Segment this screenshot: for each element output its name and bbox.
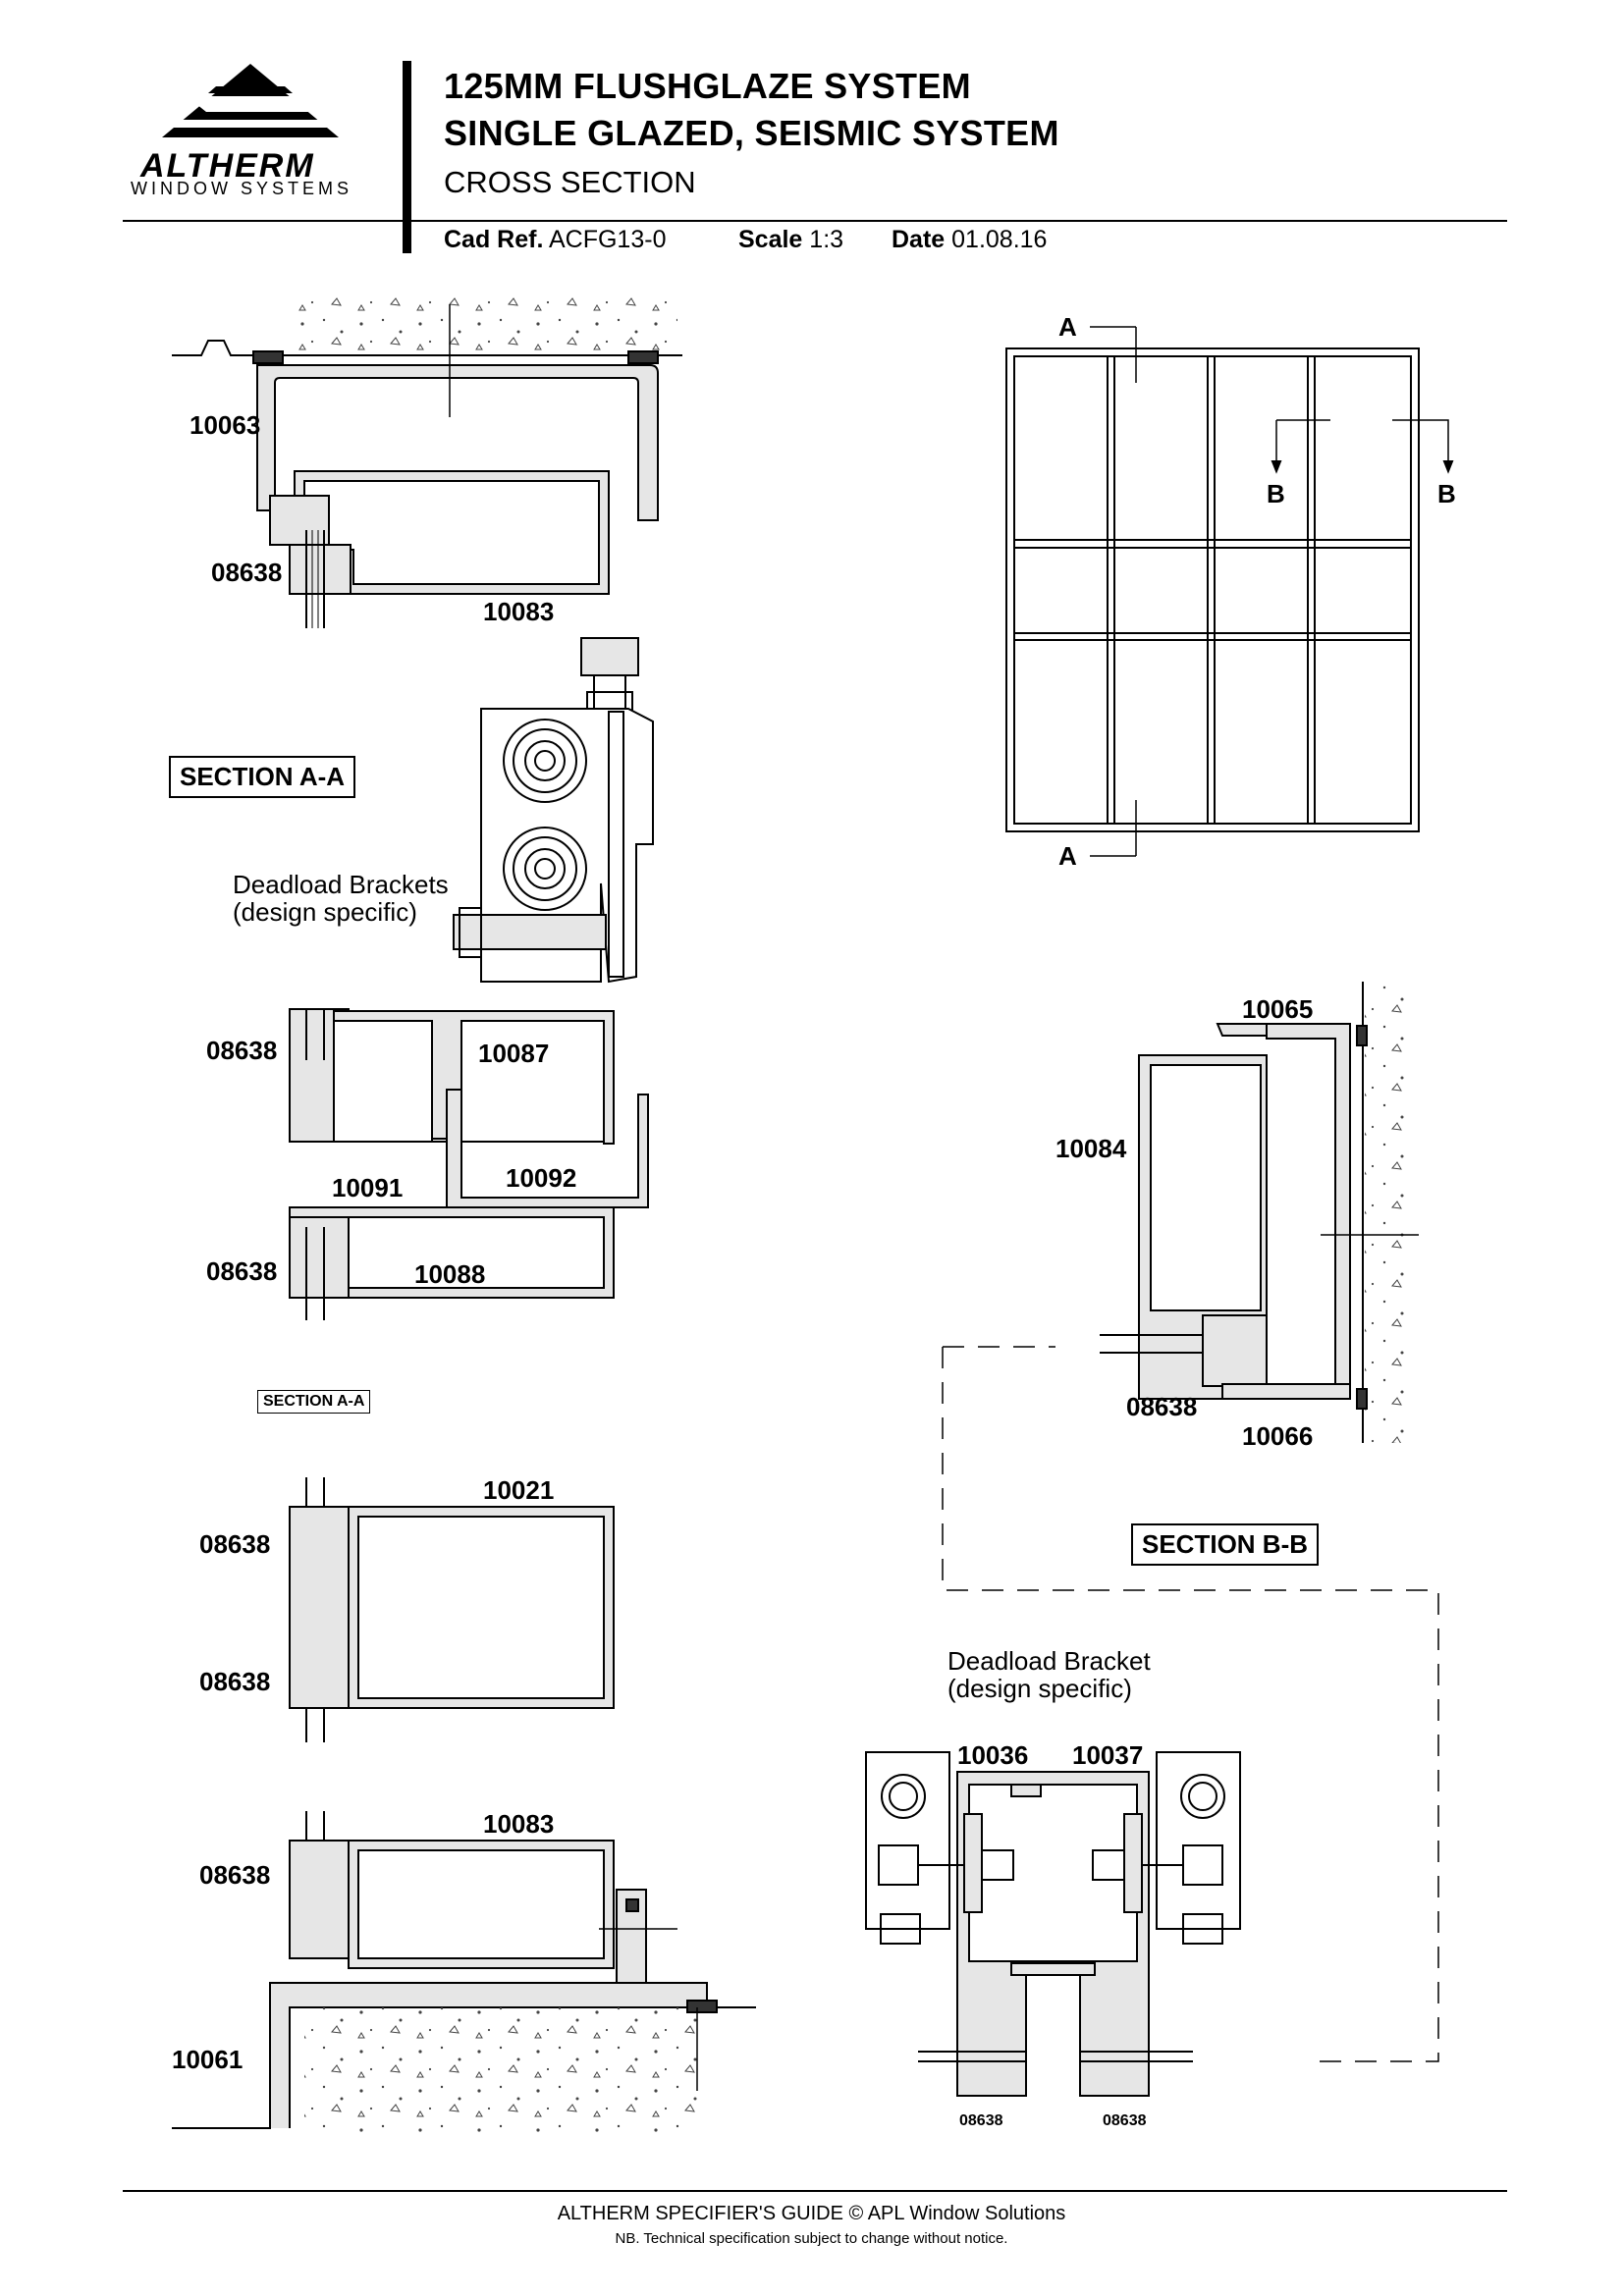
- deadload-bracket-note: Deadload Bracket (design specific): [947, 1647, 1151, 1702]
- label-jamb-glaze: 08638: [1126, 1392, 1198, 1421]
- section-aa-box: SECTION A-A: [169, 756, 356, 798]
- jamb-detail-drawing: [942, 982, 1439, 2062]
- title-line-1: 125MM FLUSHGLAZE SYSTEM: [444, 66, 971, 106]
- scale: Scale 1:3: [738, 226, 843, 254]
- label-bracket-glaze-right: 08638: [1103, 2112, 1147, 2129]
- sill-detail-drawing: [172, 1811, 756, 2135]
- deadload-brackets-line2: (design specific): [233, 897, 417, 927]
- section-aa-small-box: SECTION A-A: [257, 1390, 371, 1414]
- label-sill: 10083: [483, 1809, 555, 1839]
- label-bracket-glaze-left: 08638: [959, 2112, 1003, 2129]
- head-detail-drawing: [172, 296, 682, 628]
- deadload-brackets-line1: Deadload Brackets: [233, 870, 449, 899]
- footer-line-2: NB. Technical specification subject to c…: [615, 2230, 1008, 2247]
- scale-label: Scale: [738, 226, 803, 253]
- label-transom-bottom: 10088: [414, 1259, 486, 1289]
- elevation-marker-b-right: B: [1437, 479, 1456, 508]
- label-mullion-left-bottom: 08638: [199, 1667, 271, 1696]
- date-label: Date: [892, 226, 946, 253]
- label-transom-top: 10087: [478, 1039, 550, 1068]
- label-mullion-left-top: 08638: [199, 1529, 271, 1559]
- footer-line-1: ALTHERM SPECIFIER'S GUIDE © APL Window S…: [557, 2203, 1066, 2224]
- label-bracket-left: 10036: [957, 1740, 1029, 1770]
- label-mullion: 10021: [483, 1475, 555, 1505]
- scale-value: 1:3: [809, 226, 844, 253]
- cad-ref: Cad Ref. ACFG13-0: [444, 226, 666, 254]
- label-sill-base: 10061: [172, 2045, 243, 2074]
- mullion-detail-drawing: [289, 1477, 615, 1742]
- deadload-brackets-note: Deadload Brackets (design specific): [233, 871, 449, 926]
- transom-detail-drawing: [289, 1008, 649, 1320]
- elevation-drawing: [1005, 326, 1454, 857]
- elevation-marker-a-bottom: A: [1058, 841, 1077, 871]
- bracket-detail-drawing: [865, 1751, 1241, 2097]
- altherm-logo-icon: [162, 64, 339, 137]
- label-jamb-bottom: 10066: [1242, 1421, 1314, 1451]
- label-head-top: 10063: [189, 410, 261, 440]
- label-bracket-right: 10037: [1072, 1740, 1144, 1770]
- label-head-bottom: 10083: [483, 597, 555, 626]
- subtitle: CROSS SECTION: [444, 165, 696, 199]
- deadload-bracket-line1: Deadload Bracket: [947, 1646, 1151, 1676]
- cad-ref-label: Cad Ref.: [444, 226, 544, 253]
- label-transom-left-top: 08638: [206, 1036, 278, 1065]
- header-rules: [123, 61, 1507, 253]
- brand-name: ALTHERM: [140, 147, 315, 185]
- label-head-left: 08638: [211, 558, 283, 587]
- label-jamb-top: 10065: [1242, 994, 1314, 1024]
- date-value: 01.08.16: [951, 226, 1048, 253]
- elevation-marker-b-left: B: [1267, 479, 1285, 508]
- deadload-bracket-line2: (design specific): [947, 1674, 1132, 1703]
- label-jamb-main: 10084: [1055, 1134, 1127, 1163]
- label-transom-link: 10091: [332, 1173, 404, 1202]
- date: Date 01.08.16: [892, 226, 1047, 254]
- label-transom-left-bottom: 08638: [206, 1256, 278, 1286]
- label-transom-mid: 10092: [506, 1163, 577, 1193]
- section-bb-box: SECTION B-B: [1131, 1523, 1319, 1566]
- label-sill-left: 08638: [199, 1860, 271, 1890]
- deadload-bracket-drawing: [453, 637, 654, 984]
- title-line-2: SINGLE GLAZED, SEISMIC SYSTEM: [444, 113, 1059, 153]
- cad-ref-value: ACFG13-0: [548, 226, 667, 253]
- brand-tagline: WINDOW SYSTEMS: [131, 179, 352, 198]
- elevation-marker-a-top: A: [1058, 312, 1077, 342]
